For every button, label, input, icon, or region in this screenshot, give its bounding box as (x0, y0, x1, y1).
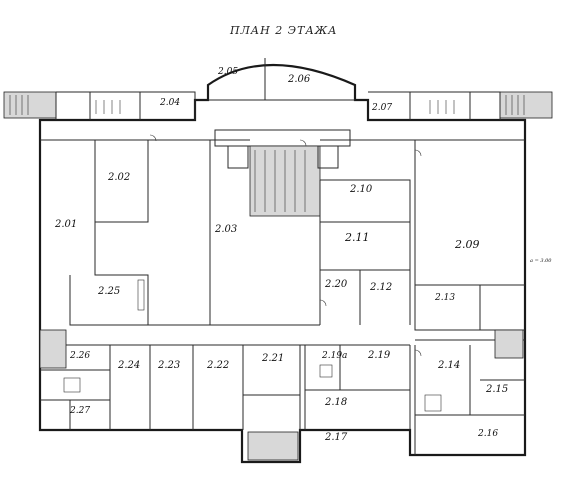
room-label-2.09: 2.09 (454, 238, 480, 251)
room-label-2.25: 2.25 (97, 286, 120, 297)
room-label-2.27: 2.27 (69, 406, 90, 416)
central-core (214, 129, 351, 147)
room-label-2.21: 2.21 (261, 353, 284, 364)
room-label-2.14: 2.14 (437, 360, 460, 371)
room-label-2.03: 2.03 (214, 224, 237, 235)
stair-top-left (3, 91, 57, 119)
page-title: ПЛАН 2 ЭТАЖА (230, 24, 338, 37)
room-label-2.12: 2.12 (369, 282, 392, 293)
room-label-2.04: 2.04 (159, 98, 180, 108)
room-label-2.11: 2.11 (344, 231, 370, 244)
room-label-2.18: 2.18 (324, 397, 347, 408)
room-label-2.19: 2.19 (367, 350, 391, 361)
room-label-2.16: 2.16 (477, 429, 498, 439)
room-label-2.13: 2.13 (434, 293, 455, 303)
stair-right (494, 329, 524, 359)
stair-top-right (499, 91, 553, 119)
room-label-2.01: 2.01 (54, 219, 77, 230)
scale-note: а = 3.00 (530, 258, 552, 264)
room-label-2.17: 2.17 (324, 432, 348, 443)
room-label-2.23: 2.23 (157, 360, 180, 371)
stair-bottom-center (247, 431, 299, 461)
room-label-2.06: 2.06 (287, 74, 311, 85)
room-label-2.20: 2.20 (324, 279, 348, 290)
room-label-2.10: 2.10 (349, 184, 373, 195)
room-label-2.19a: 2.19а (321, 351, 347, 361)
room-label-2.24: 2.24 (117, 360, 140, 371)
outer-wall (38, 64, 527, 464)
room-label-2.15: 2.15 (485, 384, 508, 395)
room-label-2.26: 2.26 (69, 351, 90, 361)
room-label-2.05: 2.05 (217, 67, 238, 77)
stair-bottom-left (39, 329, 67, 369)
room-label-2.02: 2.02 (107, 172, 130, 183)
stair-lines (9, 95, 525, 115)
room-label-2.07: 2.07 (371, 103, 392, 113)
room-label-2.22: 2.22 (206, 360, 229, 371)
